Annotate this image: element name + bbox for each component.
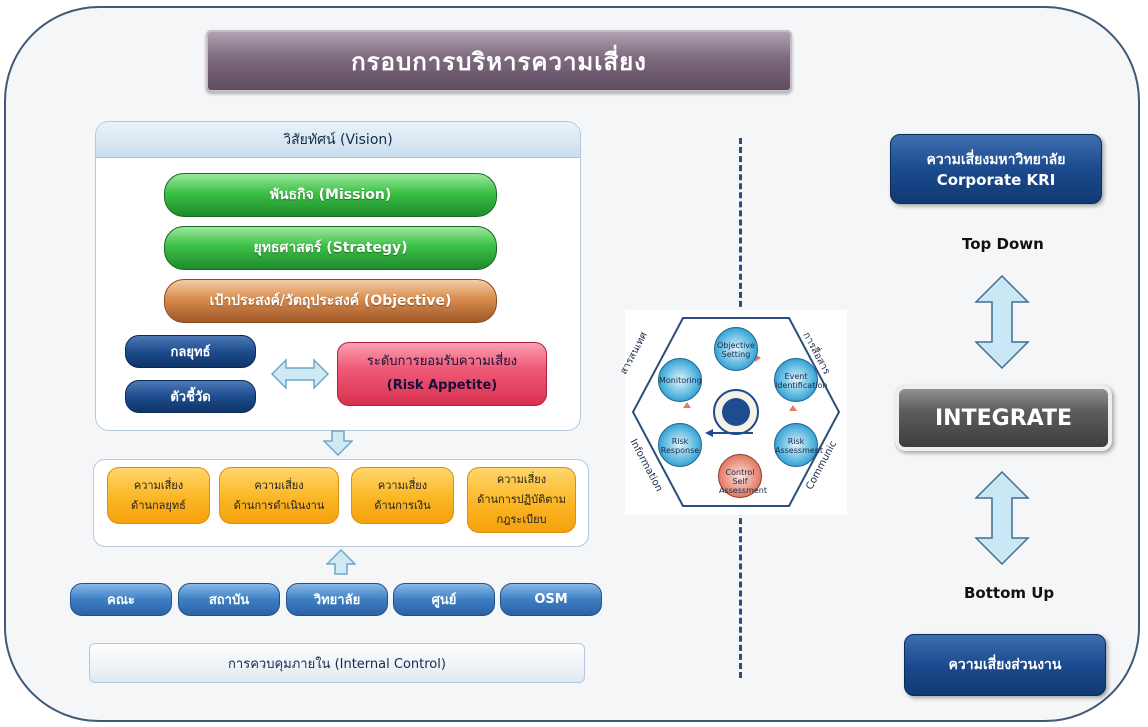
internal-control-box: การควบคุมภายใน (Internal Control)	[89, 643, 585, 683]
risk-appetite-line1: ระดับการยอมรับความเสี่ยง	[366, 354, 518, 369]
risk-appetite-line2: (Risk Appetite)	[386, 378, 498, 393]
event-identification-node: Event Identification	[774, 358, 828, 402]
double-arrow-icon	[270, 358, 330, 390]
risk-type-line2: ด้านการดำเนินงาน	[233, 498, 325, 512]
risk-type-financial: ความเสี่ยง ด้านการเงิน	[351, 467, 454, 524]
risk-appetite-box: ระดับการยอมรับความเสี่ยง (Risk Appetite)	[337, 342, 547, 406]
page-title: กรอบการบริหารความเสี่ยง	[206, 30, 792, 92]
control-self-assessment-node: Control Self Assessment	[718, 454, 767, 498]
vision-header: วิสัยทัศน์ (Vision)	[96, 122, 580, 158]
objective-setting-label: Objective Setting	[717, 341, 755, 359]
monitoring-label: Monitoring	[659, 376, 702, 385]
unit-college: วิทยาลัย	[286, 583, 388, 616]
risk-type-line1: ความเสี่ยง	[496, 473, 547, 486]
vertical-double-arrow-icon	[974, 470, 1030, 566]
corporate-kri-line1: ความเสี่ยงมหาวิทยาลัย	[926, 152, 1066, 168]
risk-type-line1: ความเสี่ยง	[254, 478, 304, 492]
risk-type-line2: ด้านการปฏิบัติตาม	[477, 493, 566, 506]
strategy-pill: ยุทธศาสตร์ (Strategy)	[164, 226, 497, 270]
bottom-up-label: Bottom Up	[964, 584, 1055, 602]
risk-type-line1: ความเสี่ยง	[133, 478, 184, 492]
risk-type-operational: ความเสี่ยง ด้านการดำเนินงาน	[219, 467, 339, 524]
event-identification-label: Event Identification	[775, 372, 828, 390]
up-arrow-icon	[326, 549, 356, 575]
objective-setting-node: Objective Setting	[714, 327, 758, 371]
unit-institute: สถาบัน	[178, 583, 280, 616]
unit-risk-label: ความเสี่ยงส่วนงาน	[948, 657, 1062, 673]
monitoring-node: Monitoring	[658, 358, 702, 402]
strategy-short-button: กลยุทธ์	[125, 335, 256, 368]
indicator-button: ตัวชี้วัด	[125, 380, 256, 413]
unit-risk-box: ความเสี่ยงส่วนงาน	[904, 634, 1106, 696]
unit-center: ศูนย์	[393, 583, 495, 616]
unit-osm: OSM	[500, 583, 602, 616]
risk-response-label: Risk Response	[660, 437, 700, 455]
objective-pill: เป้าประสงค์/วัตถุประสงค์ (Objective)	[164, 279, 497, 323]
risk-assessment-label: Risk Assessment	[775, 437, 823, 455]
risk-type-compliance: ความเสี่ยง ด้านการปฏิบัติตาม กฎระเบียบ	[467, 467, 576, 533]
vertical-double-arrow-icon	[974, 274, 1030, 370]
risk-response-node: Risk Response	[658, 423, 702, 467]
risk-type-line1: ความเสี่ยง	[377, 478, 428, 492]
mission-pill: พันธกิจ (Mission)	[164, 173, 497, 217]
control-self-assessment-label: Control Self Assessment	[719, 468, 767, 495]
risk-cycle-diagram: Objective Setting Event Identification R…	[618, 310, 847, 515]
unit-faculty: คณะ	[70, 583, 172, 616]
down-arrow-icon	[323, 430, 353, 456]
top-down-label: Top Down	[962, 235, 1044, 253]
integrate-box: INTEGRATE	[895, 385, 1112, 451]
risk-assessment-node: Risk Assessment	[774, 423, 823, 467]
corporate-kri-box: ความเสี่ยงมหาวิทยาลัย Corporate KRI	[890, 134, 1102, 204]
risk-type-line2: ด้านกลยุทธ์	[131, 498, 186, 512]
risk-type-line2: ด้านการเงิน	[374, 498, 431, 512]
risk-type-line3: กฎระเบียบ	[496, 513, 547, 526]
risk-type-strategic: ความเสี่ยง ด้านกลยุทธ์	[107, 467, 210, 524]
corporate-kri-line2: Corporate KRI	[936, 171, 1056, 189]
